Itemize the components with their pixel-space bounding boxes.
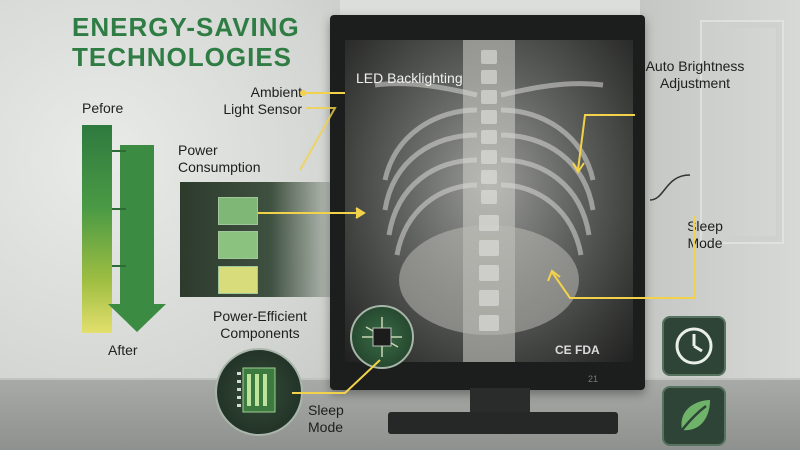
after-label: After bbox=[108, 342, 138, 358]
power-clock-icon bbox=[662, 316, 726, 376]
down-arrow-shaft bbox=[120, 145, 154, 305]
sleep-mode-label-right: Sleep Mode bbox=[687, 218, 723, 251]
led-backlighting-label: LED Backlighting bbox=[356, 70, 463, 86]
energy-gradient-bar bbox=[82, 125, 112, 333]
power-level-block-high bbox=[218, 197, 258, 225]
leaf-icon bbox=[662, 386, 726, 446]
sleep-mode-label-bottom: Sleep Mode bbox=[308, 402, 344, 435]
power-level-block-mid bbox=[218, 231, 258, 259]
page-title: ENERGY-SAVING TECHNOLOGIES bbox=[72, 12, 300, 72]
down-arrow-icon bbox=[108, 304, 166, 332]
power-consumption-label: Power Consumption bbox=[178, 142, 261, 175]
arrow-tick bbox=[112, 150, 126, 152]
power-level-block-low bbox=[218, 266, 258, 294]
certification-marks: CE FDA bbox=[555, 343, 600, 357]
before-label: Pefore bbox=[82, 100, 124, 116]
circuit-board-icon bbox=[215, 348, 303, 436]
power-efficient-components-label: Power-Efficient Components bbox=[213, 308, 307, 341]
auto-brightness-label: Auto Brightness Adjustment bbox=[645, 58, 745, 91]
arrow-tick bbox=[112, 265, 126, 267]
background-window bbox=[700, 20, 784, 244]
chip-icon bbox=[350, 305, 414, 369]
monitor-stand-base bbox=[388, 412, 618, 434]
arrow-tick bbox=[112, 208, 126, 210]
model-number: 21 bbox=[588, 374, 599, 384]
chest-xray-image bbox=[374, 40, 604, 362]
ambient-light-sensor-label: Ambient Light Sensor bbox=[223, 84, 302, 117]
